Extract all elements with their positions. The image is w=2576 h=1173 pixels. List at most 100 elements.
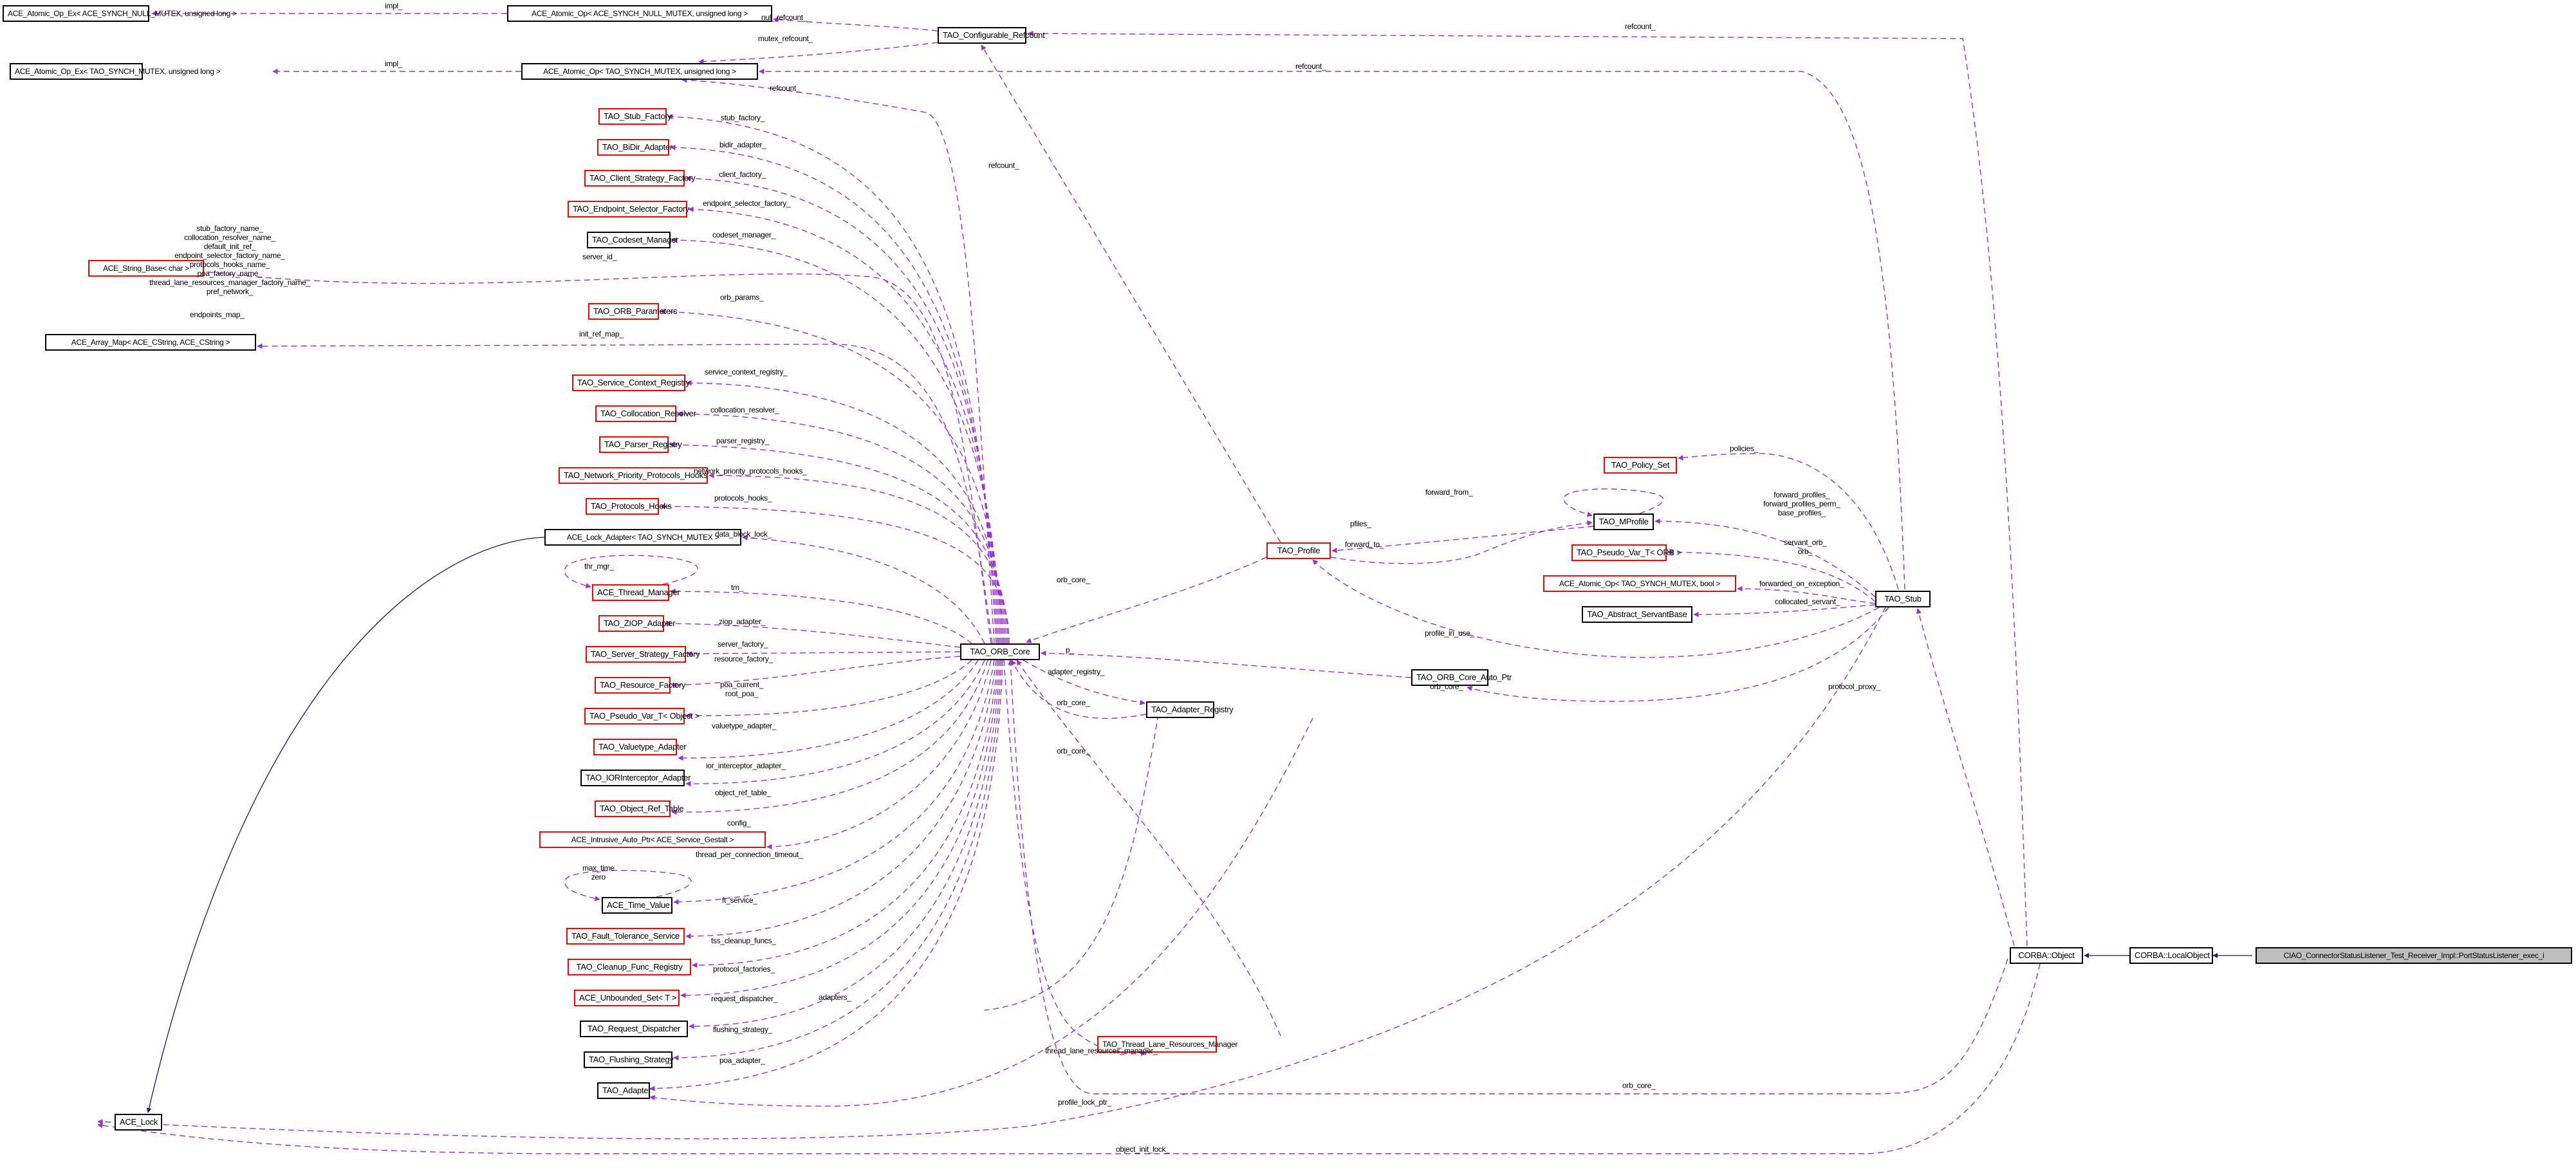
node-service-context-registry[interactable]: TAO_Service_Context_Registry <box>572 374 690 391</box>
edge-label: server_factory_ <box>718 640 768 649</box>
edge-label: network_priority_protocols_hooks_ <box>694 466 807 476</box>
node-atomic-op-bool[interactable]: ACE_Atomic_Op< TAO_SYNCH_MUTEX, bool > <box>1543 575 1736 592</box>
node-ziop-adapter[interactable]: TAO_ZIOP_Adapter <box>598 615 676 632</box>
edge-label: profile_lock_ptr_ <box>1058 1098 1111 1107</box>
edge-label: server_id_ <box>582 252 617 261</box>
edge-label: servant_orb_ orb_ <box>1784 538 1827 556</box>
edge-label: bidir_adapter_ <box>719 140 766 149</box>
edge-label: service_context_registry_ <box>705 367 788 376</box>
edge-label: endpoints_map_ <box>190 310 245 319</box>
edge-label: forwarded_on_exception_ <box>1759 579 1844 588</box>
edge-label: protocols_hooks_ <box>714 494 772 503</box>
edge-label: thread_per_connection_timeout_ <box>696 850 803 859</box>
node-network-priority-protocols-hooks[interactable]: TAO_Network_Priority_Protocols_Hooks <box>559 467 708 484</box>
node-unbounded-set[interactable]: ACE_Unbounded_Set< T > <box>574 990 680 1006</box>
node-atomic-op-tao-mutex[interactable]: ACE_Atomic_Op< TAO_SYNCH_MUTEX, unsigned… <box>521 63 758 80</box>
edge-label: impl_ <box>385 59 403 68</box>
edge-label: valuetype_adapter_ <box>712 721 777 730</box>
edge-label: mutex_refcount_ <box>758 34 813 43</box>
node-codeset-manager[interactable]: TAO_Codeset_Manager <box>587 232 679 248</box>
node-protocols-hooks[interactable]: TAO_Protocols_Hooks <box>586 498 672 515</box>
edge-label: p_ <box>1066 645 1074 654</box>
node-cleanup-func-registry[interactable]: TAO_Cleanup_Func_Registry <box>568 959 691 975</box>
node-abstract-servantbase[interactable]: TAO_Abstract_ServantBase <box>1582 606 1692 623</box>
node-orb-parameters[interactable]: TAO_ORB_Parameters <box>588 303 677 320</box>
node-thread-lane-resources-manager[interactable]: TAO_Thread_Lane_Resources_Manager <box>1097 1036 1237 1053</box>
edge-label: protocol_factories_ <box>713 965 775 974</box>
edge-label: client_factory_ <box>719 170 766 179</box>
edge-label: config_ <box>727 818 751 827</box>
edge-label: ziop_adapter_ <box>719 617 766 626</box>
node-tao-adapter[interactable]: TAO_Adapter <box>597 1082 651 1099</box>
edge-label: orb_core_ <box>1430 682 1463 691</box>
node-tao-stub[interactable]: TAO_Stub <box>1875 591 1931 607</box>
node-collocation-resolver[interactable]: TAO_Collocation_Resolver <box>595 405 696 422</box>
node-object-ref-table[interactable]: TAO_Object_Ref_Table <box>595 800 684 817</box>
node-bidir-adapter[interactable]: TAO_BiDir_Adapter <box>597 139 672 156</box>
node-ace-lock[interactable]: ACE_Lock <box>115 1114 162 1131</box>
node-request-dispatcher[interactable]: TAO_Request_Dispatcher <box>580 1021 688 1037</box>
edge-label: tss_cleanup_funcs_ <box>711 936 776 945</box>
edge-label: adapters_ <box>819 993 851 1002</box>
edge-label: max_time zero <box>582 864 615 882</box>
edge-label: null_refcount_ <box>761 13 808 22</box>
node-orb-core[interactable]: TAO_ORB_Core <box>960 643 1040 660</box>
node-focus-class[interactable]: CIAO_ConnectorStatusListener_Test_Receiv… <box>2256 947 2572 964</box>
edge-label: codeset_manager_ <box>712 230 775 239</box>
edge-label: adapter_registry_ <box>1048 667 1105 676</box>
node-corba-localobject[interactable]: CORBA::LocalObject <box>2129 947 2213 964</box>
node-array-map[interactable]: ACE_Array_Map< ACE_CString, ACE_CString … <box>45 334 256 351</box>
node-client-strategy-factory[interactable]: TAO_Client_Strategy_Factory <box>584 170 696 187</box>
edge-label: refcount_ <box>770 84 801 93</box>
edge-label: forward_from_ <box>1425 488 1473 497</box>
node-ior-interceptor-adapter[interactable]: TAO_IORInterceptor_Adapter <box>580 770 691 786</box>
node-thread-manager[interactable]: ACE_Thread_Manager <box>592 584 680 601</box>
edge-label: forward_profiles_ forward_profiles_perm_… <box>1763 490 1840 517</box>
edge-label: profile_in_use_ <box>1425 629 1474 638</box>
node-resource-factory[interactable]: TAO_Resource_Factory <box>595 677 686 694</box>
node-string-base-char[interactable]: ACE_String_Base< char > <box>88 260 204 277</box>
node-atomic-op-ex-tao-mutex[interactable]: ACE_Atomic_Op_Ex< TAO_SYNCH_MUTEX, unsig… <box>10 63 221 80</box>
node-valuetype-adapter[interactable]: TAO_Valuetype_Adapter <box>593 739 687 755</box>
edge-label: endpoint_selector_factory_ <box>703 199 791 208</box>
node-corba-object[interactable]: CORBA::Object <box>2010 947 2083 964</box>
edge-label: tm_ <box>731 583 744 592</box>
edge-label: init_ref_map_ <box>579 329 624 338</box>
node-policy-set[interactable]: TAO_Policy_Set <box>1604 457 1677 474</box>
node-time-value[interactable]: ACE_Time_Value <box>602 897 672 914</box>
edge-label: orb_core_ <box>1057 575 1090 584</box>
node-stub-factory[interactable]: TAO_Stub_Factory <box>598 108 672 125</box>
node-endpoint-selector-factory[interactable]: TAO_Endpoint_Selector_Factory <box>568 201 689 217</box>
edge-label: orb_core_ <box>1622 1081 1656 1090</box>
node-profile[interactable]: TAO_Profile <box>1266 542 1331 559</box>
edge-label: stub_factory_name_ collocation_resolver_… <box>149 224 310 296</box>
edge-label: orb_core_ <box>1057 698 1090 707</box>
edge-label: refcount_ <box>988 161 1019 170</box>
node-configurable-refcount[interactable]: TAO_Configurable_Refcount <box>938 27 1045 44</box>
node-adapter-registry[interactable]: TAO_Adapter_Registry <box>1146 701 1234 718</box>
node-pseudo-var-object[interactable]: TAO_Pseudo_Var_T< Object > <box>584 708 700 725</box>
node-orb-core-auto-ptr[interactable]: TAO_ORB_Core_Auto_Ptr <box>1411 669 1512 686</box>
node-atomic-op-ex-null-mutex[interactable]: ACE_Atomic_Op_Ex< ACE_SYNCH_NULL_MUTEX, … <box>3 5 237 22</box>
node-flushing-strategy[interactable]: TAO_Flushing_Strategy <box>584 1051 674 1068</box>
edge-label: refcount_ <box>1625 22 1656 31</box>
edge-label: orb_core_ <box>1057 746 1090 755</box>
edge-label: pfiles_ <box>1350 519 1371 528</box>
edge-label: parser_registry_ <box>716 436 769 445</box>
node-lock-adapter[interactable]: ACE_Lock_Adapter< TAO_SYNCH_MUTEX > <box>544 529 741 546</box>
node-parser-registry[interactable]: TAO_Parser_Registry <box>599 436 682 453</box>
edge-label: forward_to_ <box>1345 540 1384 549</box>
node-mprofile[interactable]: TAO_MProfile <box>1593 513 1654 530</box>
node-intrusive-auto-ptr[interactable]: ACE_Intrusive_Auto_Ptr< ACE_Service_Gest… <box>539 831 766 848</box>
edge-label: policies_ <box>1730 444 1758 453</box>
node-server-strategy-factory[interactable]: TAO_Server_Strategy_Factory <box>586 646 700 663</box>
node-pseudo-var-orb[interactable]: TAO_Pseudo_Var_T< ORB > <box>1571 544 1682 561</box>
node-atomic-op-null-mutex[interactable]: ACE_Atomic_Op< ACE_SYNCH_NULL_MUTEX, uns… <box>507 5 772 22</box>
node-fault-tolerance-service[interactable]: TAO_Fault_Tolerance_Service <box>566 928 685 945</box>
edge-label: object_ref_table_ <box>715 788 771 797</box>
edge-label: request_dispatcher_ <box>711 994 778 1003</box>
edge-label: ft_service_ <box>722 896 757 905</box>
edge-label: impl_ <box>385 1 403 10</box>
